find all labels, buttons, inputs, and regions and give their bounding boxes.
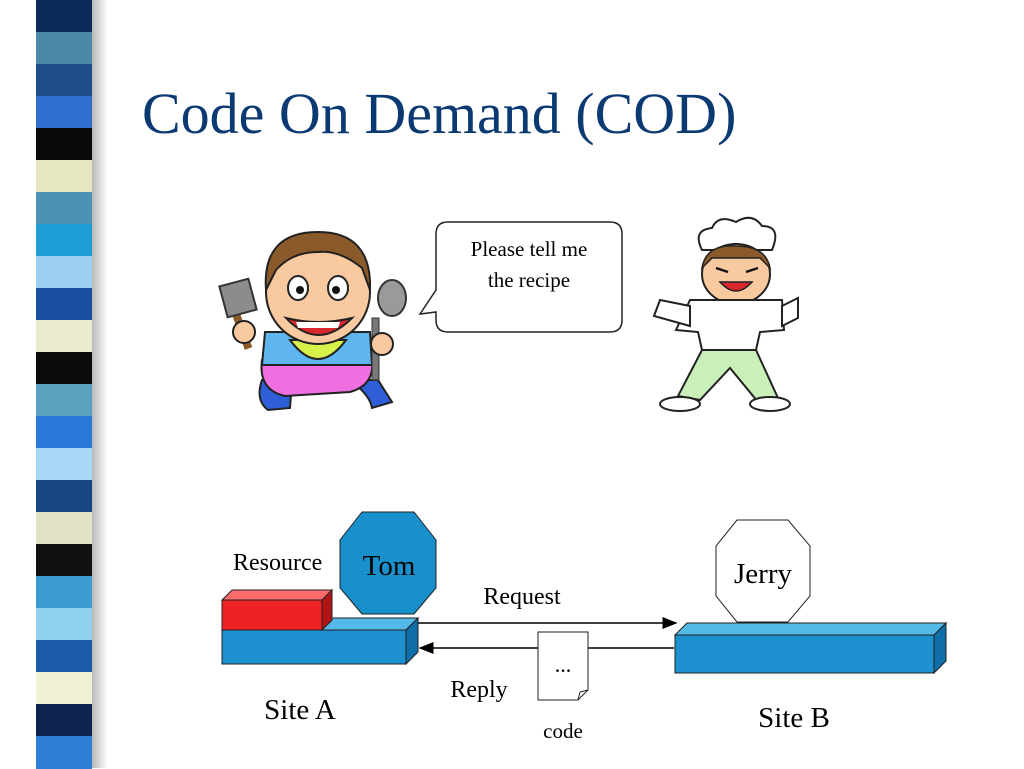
code-document-icon [537,631,589,701]
tom-label: Tom [363,550,416,582]
code-caption: code [543,719,583,743]
stripe-segment [36,704,92,737]
jerry-label: Jerry [734,558,792,590]
stripe-segment [36,672,92,705]
resource-block [220,588,334,632]
chef-character-illustration [652,216,799,412]
site-a-label: Site A [264,694,336,726]
speech-bubble-line-2: the recipe [488,268,570,292]
stripe-segment [36,224,92,257]
stripe-segment [36,480,92,513]
request-label: Request [483,584,561,610]
decorative-stripe-bar [36,0,92,769]
speech-bubble-line-1: Please tell me [471,237,588,261]
stripe-segment [36,288,92,321]
speech-bubble: Please tell me the recipe [418,221,623,333]
stripe-segment [36,576,92,609]
stripe-segment [36,32,92,65]
stripe-segment [36,64,92,97]
stripe-segment [36,640,92,673]
stripe-segment [36,736,92,769]
tom-octagon [339,511,437,615]
stripe-segment [36,0,92,33]
stripe-segment [36,352,92,385]
stripe-segment [36,608,92,641]
resource-label: Resource [233,550,322,576]
stripe-segment [36,384,92,417]
stripe-segment [36,448,92,481]
stripe-segment [36,128,92,161]
site-b-platform [673,621,948,675]
site-b-label: Site B [758,702,830,734]
stripe-segment [36,320,92,353]
stripe-segment [36,160,92,193]
stripe-segment [36,256,92,289]
code-document-text: ... [555,652,572,677]
tom-character-illustration [218,230,407,412]
stripe-shadow [92,0,108,768]
slide-title: Code On Demand (COD) [142,81,737,146]
reply-label: Reply [450,677,507,703]
stripe-segment [36,192,92,225]
stripe-segment [36,512,92,545]
stripe-segment [36,416,92,449]
jerry-octagon [715,519,811,623]
stripe-segment [36,544,92,577]
stripe-segment [36,96,92,129]
